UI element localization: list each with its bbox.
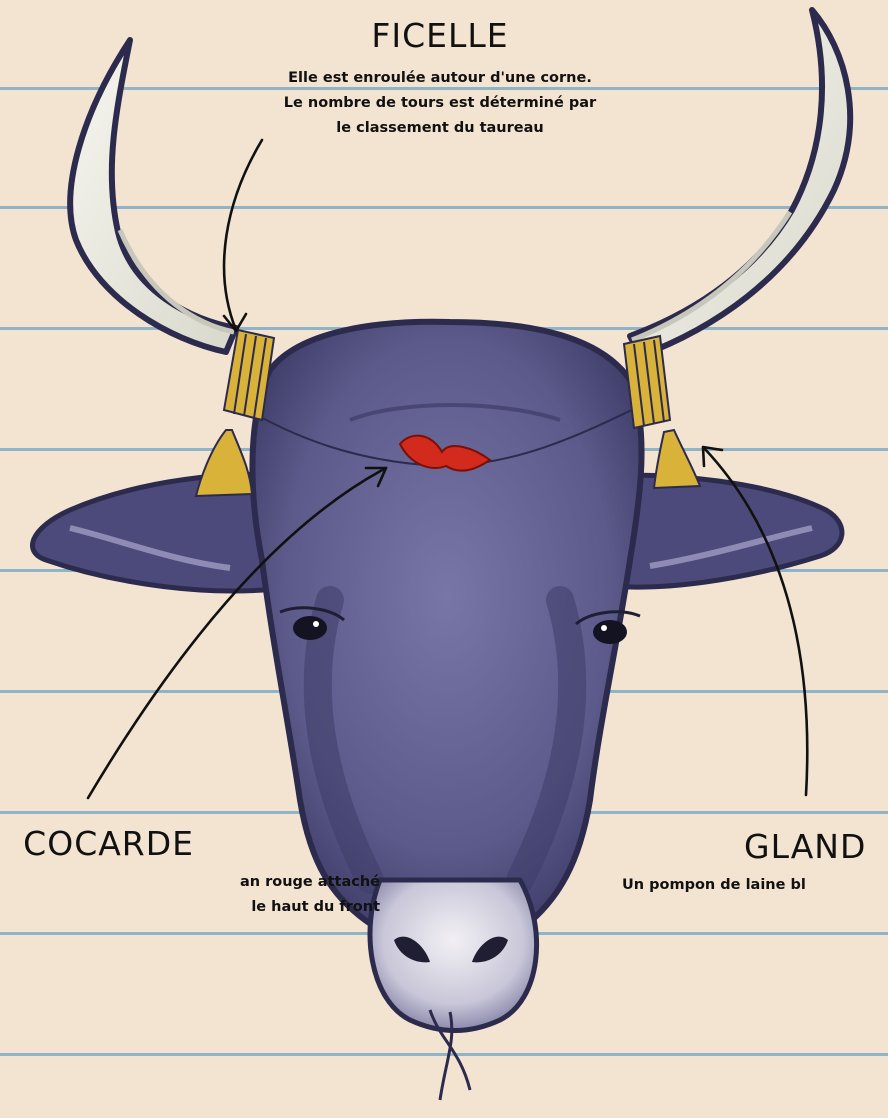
description-line: an rouge attaché [0, 870, 380, 895]
arrow-ficelle [224, 140, 262, 330]
annotation-description: Elle est enroulée autour d'une corne. Le… [190, 66, 690, 141]
annotation-ficelle: FICELLE Elle est enroulée autour d'une c… [190, 19, 690, 141]
annotation-title: GLAND [744, 830, 888, 863]
annotation-gland: GLAND Un pompon de laine bl [622, 830, 888, 898]
annotation-description: an rouge attaché le haut du front [0, 870, 380, 920]
description-line: Le nombre de tours est déterminé par [190, 91, 690, 116]
description-line: le classement du taureau [190, 116, 690, 141]
right-eye [593, 620, 627, 644]
description-line: le haut du front [0, 895, 380, 920]
annotation-title: FICELLE [190, 19, 690, 52]
left-eye [293, 616, 327, 640]
annotation-title: COCARDE [0, 827, 194, 860]
muzzle [370, 880, 537, 1031]
description-line: Un pompon de laine bl [622, 873, 888, 898]
gland-tassel-right [654, 430, 700, 488]
annotation-cocarde: COCARDE an rouge attaché le haut du fron… [0, 827, 380, 920]
description-line: Elle est enroulée autour d'une corne. [190, 66, 690, 91]
gland-tassel-left [196, 430, 252, 496]
annotation-description: Un pompon de laine bl [622, 873, 888, 898]
